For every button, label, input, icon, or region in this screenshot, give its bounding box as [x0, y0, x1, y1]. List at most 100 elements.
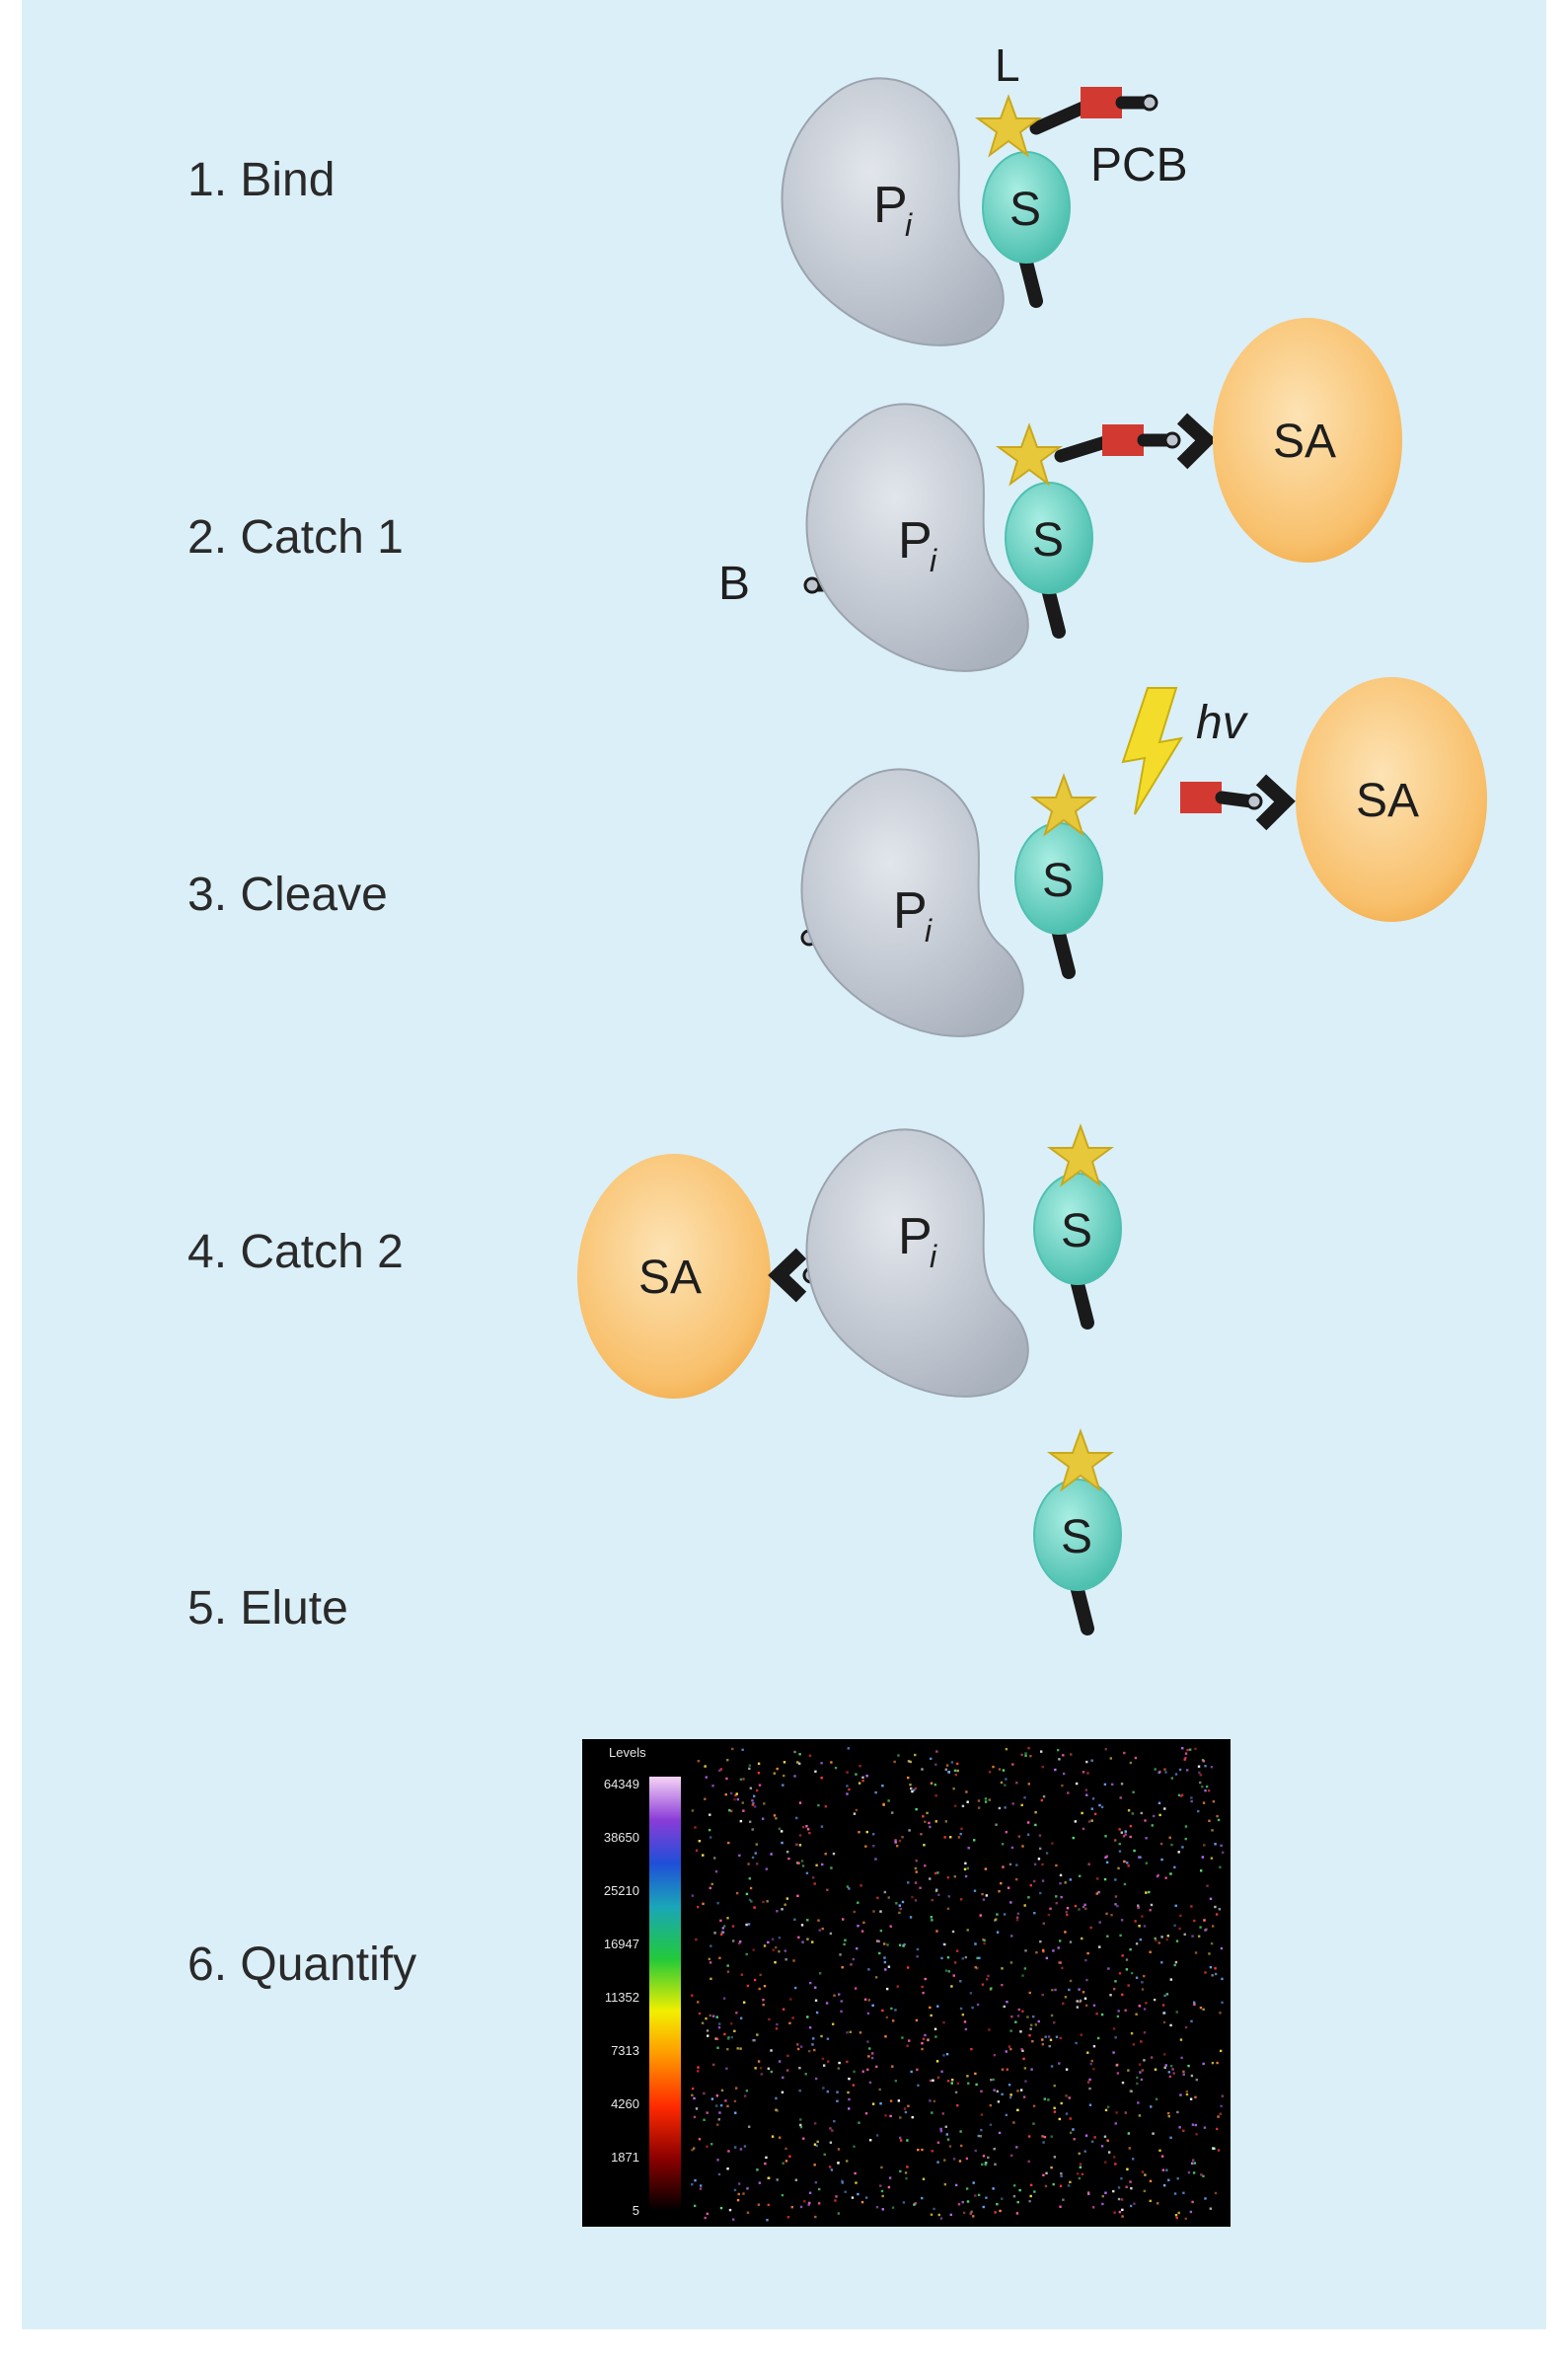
array-spot — [894, 1841, 897, 1844]
array-spot — [944, 2125, 947, 2128]
array-spot — [1175, 2216, 1178, 2220]
array-spot — [813, 2164, 816, 2167]
array-spot — [829, 1932, 833, 1936]
array-spot — [954, 2183, 958, 2187]
array-spot — [922, 2037, 926, 2040]
array-spot — [899, 2116, 902, 2119]
array-spot — [833, 1994, 836, 1997]
array-spot — [698, 1840, 702, 1843]
array-spot — [853, 1910, 856, 1914]
array-spot — [1219, 1865, 1222, 1868]
array-spot — [1009, 2029, 1012, 2032]
array-spot — [1023, 1967, 1027, 1970]
array-spot — [1180, 2056, 1183, 2060]
array-spot — [1186, 1748, 1189, 1752]
array-spot — [1059, 2184, 1063, 2187]
array-spot — [902, 1944, 905, 1947]
array-spot — [1105, 1912, 1108, 1916]
array-spot — [1190, 2019, 1193, 2023]
array-spot — [1202, 2174, 1205, 2177]
array-spot — [719, 1919, 722, 1923]
array-spot — [1205, 1785, 1209, 1788]
array-spot — [849, 2030, 853, 2033]
array-spot — [705, 1776, 708, 1779]
array-spot — [814, 2215, 817, 2219]
array-spot — [871, 1833, 875, 1836]
array-spot — [780, 1830, 784, 1833]
array-spot — [1079, 2163, 1083, 2166]
array-spot — [976, 2003, 980, 2007]
array-spot — [1165, 2168, 1168, 2171]
array-spot — [1173, 2192, 1177, 2195]
array-spot — [706, 2029, 709, 2032]
array-spot — [1033, 1911, 1036, 1915]
array-spot — [1022, 2057, 1025, 2061]
array-spot — [851, 2196, 855, 2199]
array-spot — [1075, 1782, 1079, 1786]
array-spot — [866, 2068, 869, 2072]
svg-text:S: S — [1009, 184, 1041, 236]
array-spot — [788, 2155, 791, 2158]
array-spot — [718, 2022, 721, 2025]
array-spot — [1116, 2015, 1120, 2018]
array-spot — [1135, 1942, 1139, 1945]
array-spot — [936, 2141, 940, 2144]
array-spot — [901, 2036, 904, 2039]
array-spot — [1145, 2002, 1148, 2005]
array-spot — [882, 1803, 885, 1806]
array-spot — [1093, 1812, 1097, 1816]
array-spot — [919, 1886, 922, 1889]
array-spot — [914, 1866, 918, 1870]
array-spot — [915, 2018, 919, 2022]
array-spot — [765, 2156, 768, 2160]
array-spot — [920, 1833, 923, 1836]
array-spot — [748, 1877, 752, 1880]
array-spot — [959, 1832, 962, 1836]
step-label-cleave: 3. Cleave — [187, 869, 388, 921]
array-spot — [884, 1968, 887, 1971]
array-spot — [1170, 1843, 1173, 1847]
array-spot — [976, 1966, 979, 1970]
array-spot — [841, 1966, 844, 1969]
array-spot — [1100, 1805, 1104, 1809]
array-spot — [1062, 1754, 1065, 1757]
array-spot — [798, 1753, 801, 1756]
linker-bar — [1029, 100, 1092, 135]
array-spot — [852, 2084, 856, 2087]
array-spot — [775, 2108, 778, 2111]
array-spot — [745, 2090, 749, 2092]
array-spot — [738, 1854, 741, 1858]
levels-tick-label: 11352 — [605, 1990, 639, 2005]
array-spot — [742, 1778, 745, 1781]
array-spot — [782, 2076, 784, 2080]
array-spot — [737, 1941, 741, 1945]
array-spot — [1122, 1835, 1126, 1838]
array-spot — [1185, 2090, 1188, 2093]
array-spot — [829, 2127, 832, 2130]
array-spot — [742, 1809, 745, 1812]
array-spot — [878, 1951, 881, 1955]
array-spot — [1112, 1987, 1116, 1991]
array-spot — [878, 2088, 881, 2091]
array-spot — [976, 1956, 979, 1960]
array-spot — [950, 1985, 953, 1988]
array-spot — [820, 1825, 824, 1828]
array-spot — [994, 2211, 997, 2214]
array-spot — [739, 1778, 743, 1782]
array-spot — [1193, 1919, 1196, 1923]
array-spot — [807, 2203, 810, 2206]
array-spot — [864, 2112, 868, 2115]
array-spot — [858, 1831, 860, 1834]
array-spot — [699, 2187, 703, 2190]
array-spot — [1075, 2041, 1078, 2045]
array-spot — [1004, 1806, 1007, 1809]
array-spot — [1076, 2006, 1080, 2009]
array-spot — [867, 1968, 870, 1971]
array-spot — [1033, 2190, 1036, 2193]
array-spot — [1019, 2089, 1023, 2091]
array-spot — [1169, 2023, 1172, 2027]
array-spots — [691, 1747, 1225, 2222]
array-spot — [834, 1766, 838, 1770]
array-spot — [953, 1961, 957, 1964]
array-spot — [1067, 2184, 1071, 2187]
